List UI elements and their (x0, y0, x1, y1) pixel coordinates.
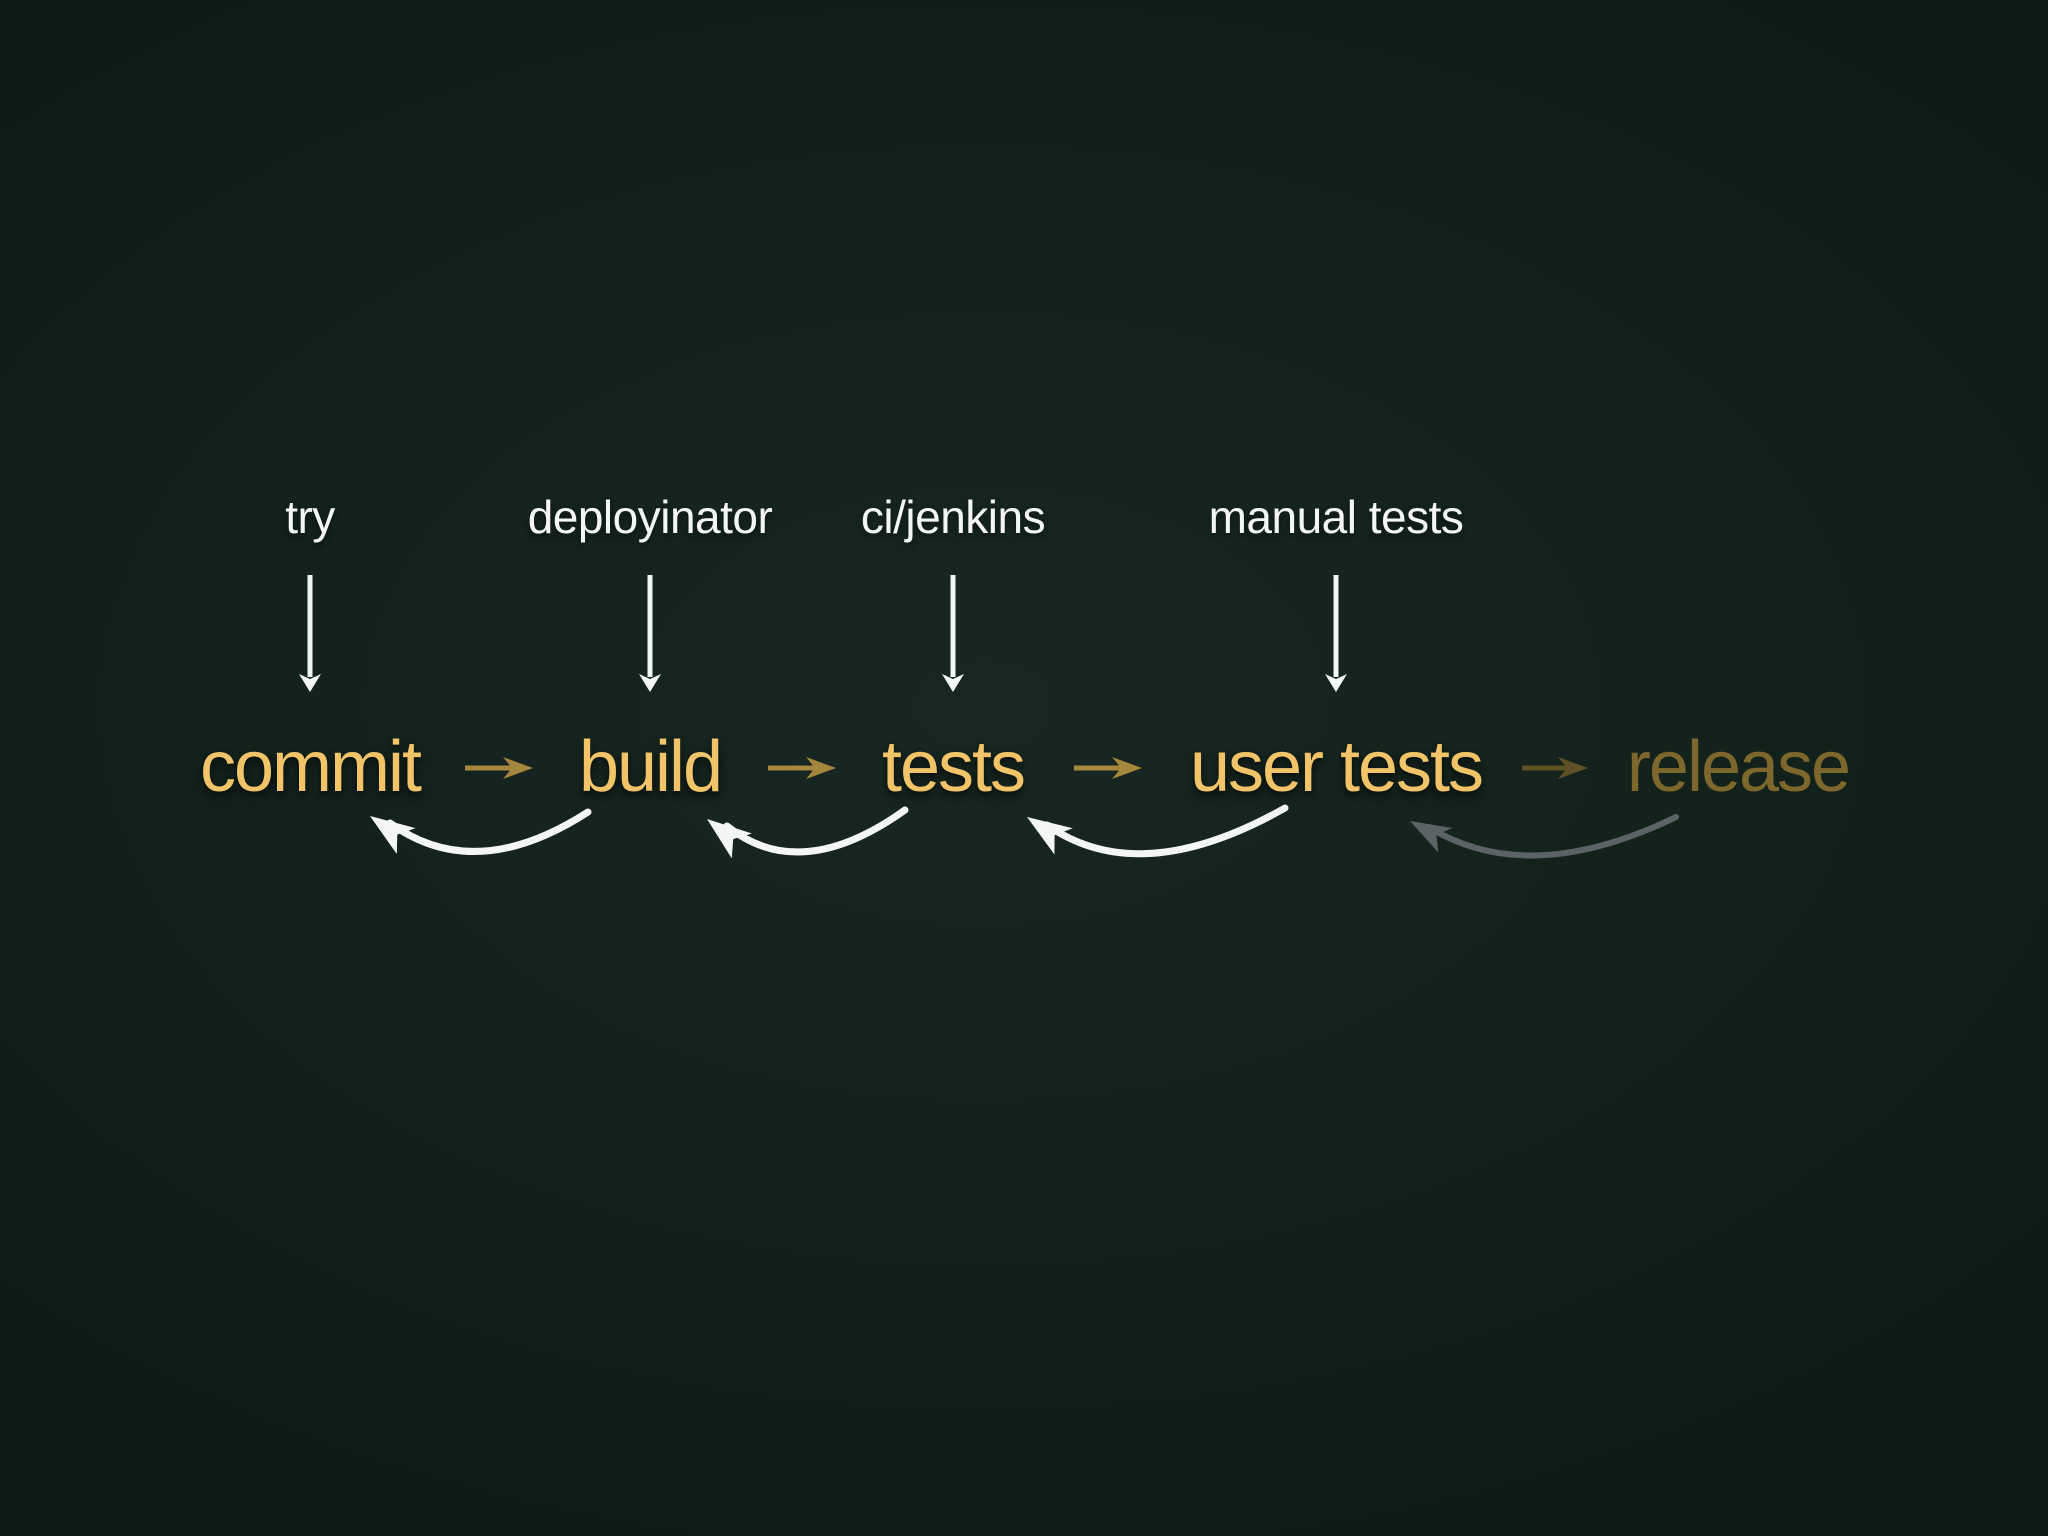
flow-arrow-tests-user-tests (1074, 757, 1142, 779)
flow-arrow-build-tests (768, 757, 836, 779)
down-arrow-ci-jenkins (942, 575, 964, 692)
return-arrow-user-tests-tests (1027, 804, 1289, 858)
flow-arrow-commit-build (465, 757, 533, 779)
stage-release: release (1626, 727, 1851, 807)
stage-build: build (578, 727, 723, 807)
down-arrow-deployinator (639, 575, 661, 692)
down-arrow-try (299, 575, 321, 692)
down-arrow-manual-tests (1325, 575, 1347, 692)
return-arrow-tests-build (707, 806, 909, 859)
stage-commit: commit (200, 727, 422, 807)
tool-label-try: try (285, 491, 335, 543)
tool-label-manual-tests: manual tests (1208, 491, 1464, 543)
tool-label-ci-jenkins: ci/jenkins (860, 491, 1046, 543)
return-arrow-build-commit (370, 808, 592, 855)
stage-tests: tests (881, 727, 1026, 807)
stage-user-tests: user tests (1189, 727, 1484, 807)
tool-label-deployinator: deployinator (527, 491, 773, 543)
flow-arrow-user-tests-release (1522, 757, 1588, 779)
return-arrow-release-user-tests (1410, 814, 1679, 859)
